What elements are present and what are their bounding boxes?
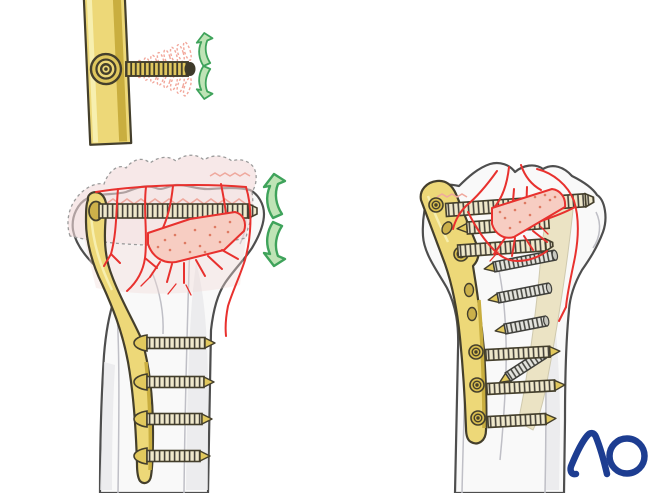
left-shaft-screw: [133, 447, 211, 465]
green-curved-arrow-up-icon: [262, 172, 287, 220]
plate-hole-filled: [428, 197, 444, 213]
plate-hole-filled: [469, 377, 485, 393]
left-fracture-stipple: [156, 220, 232, 254]
left-fracture-zone: [147, 211, 246, 264]
plate-hole-empty: [463, 282, 475, 298]
left-shaft-screw: [133, 334, 216, 352]
green-curved-arrow-down-icon: [262, 220, 287, 268]
right-tibia-figure: [419, 161, 607, 493]
plate-hole-empty: [441, 221, 453, 235]
green-curved-arrow-down-icon: [195, 65, 214, 100]
left-tibia-figure: [67, 154, 287, 493]
left-raft-screw: [88, 200, 258, 222]
right-fracture-zone: [491, 188, 567, 239]
left-shaft-screw: [133, 410, 213, 428]
plate-hole-filled: [470, 410, 486, 426]
green-curved-arrow-up-icon: [195, 32, 214, 67]
right-lag-screw: [494, 315, 550, 335]
right-plate-screw: [484, 345, 561, 362]
right-plate-screw: [486, 412, 557, 429]
right-lag-screw: [487, 282, 553, 304]
left-shaft-screw: [133, 373, 215, 391]
inset-screw-toggle-figure: [82, 0, 214, 146]
right-vessels: [436, 164, 579, 322]
right-fracture-stipple: [498, 193, 557, 230]
plate-hole-filled: [468, 344, 484, 360]
left-vessels: [95, 183, 252, 337]
inset-screw: [125, 61, 196, 77]
right-plate-screw: [485, 379, 566, 396]
ao-logo: [567, 429, 648, 478]
plate-hole-empty: [466, 306, 478, 322]
inset-plate: [82, 0, 133, 146]
